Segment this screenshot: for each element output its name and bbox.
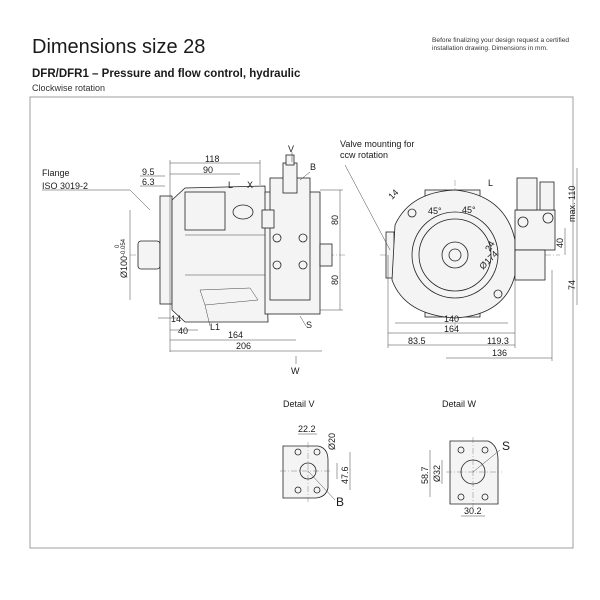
pump-front-view: Valve mounting for ccw rotation 14 45° 4…	[340, 139, 578, 361]
dim-80-top: 80	[330, 215, 340, 225]
dim-14-port: 14	[386, 187, 400, 201]
angle-45-right: 45°	[462, 205, 476, 215]
dim-max-110: max. 110	[567, 186, 577, 222]
angle-45-left: 45°	[428, 206, 442, 216]
dim-47-6: 47.6	[340, 466, 350, 484]
dim-22-2: 22.2	[298, 424, 316, 434]
tolerance-upper: 0	[115, 244, 121, 248]
dim-diameter-20: Ø20	[327, 433, 337, 450]
dim-164: 164	[228, 330, 243, 340]
port-label-l1: L1	[210, 322, 220, 332]
port-label-s: S	[306, 320, 312, 330]
detail-w: Detail W 58.7 Ø32 30.2 S	[420, 399, 510, 517]
dim-119-3: 119.3	[487, 336, 509, 346]
port-label-x: X	[247, 180, 253, 190]
dim-14: 14	[171, 314, 181, 324]
dim-30-2: 30.2	[464, 506, 482, 516]
pump-side-view: Flange ISO 3019-2 118 90 9.5 6.3 80 80 Ø…	[42, 144, 345, 376]
dim-90: 90	[203, 165, 213, 175]
port-label-l-front: L	[488, 178, 493, 188]
valve-note-line1: Valve mounting for	[340, 139, 414, 149]
port-label-b: B	[310, 162, 316, 172]
drawing-frame	[29, 96, 574, 549]
detail-w-title: Detail W	[442, 399, 477, 409]
port-label-b-detail: B	[336, 495, 344, 509]
dim-74: 74	[567, 280, 577, 290]
rotation-label: Clockwise rotation	[32, 83, 106, 93]
dim-9-5: 9.5	[142, 167, 155, 177]
dim-6-3: 6.3	[142, 177, 155, 187]
dim-24: 24	[483, 239, 497, 253]
dim-206: 206	[236, 341, 251, 351]
port-label-v: V	[288, 144, 294, 154]
dim-136: 136	[492, 348, 507, 358]
dim-diameter-32: Ø32	[432, 465, 442, 482]
dim-164-front: 164	[444, 324, 459, 334]
port-label-s-detail: S	[502, 439, 510, 453]
dim-140: 140	[444, 314, 459, 324]
dim-80-bottom: 80	[330, 275, 340, 285]
dim-58-7: 58.7	[420, 466, 430, 484]
dim-83-5: 83.5	[408, 336, 426, 346]
dim-40-front: 40	[555, 238, 565, 248]
view-label-w: W	[291, 366, 300, 376]
page-title: Dimensions size 28	[32, 36, 206, 58]
detail-v: Detail V 22.2 Ø20 47.6 B	[280, 399, 351, 509]
valve-note-line2: ccw rotation	[340, 150, 388, 160]
flange-label: Flange	[42, 168, 70, 178]
flange-standard: ISO 3019-2	[42, 181, 88, 191]
certified-drawing-note: Before finalizing your design request a …	[432, 37, 570, 52]
tolerance-lower: -0.054	[121, 238, 127, 256]
dim-118: 118	[205, 154, 219, 164]
dim-40: 40	[178, 326, 188, 336]
port-label-l: L	[228, 180, 233, 190]
detail-v-title: Detail V	[283, 399, 315, 409]
dim-diameter-100: Ø100	[119, 256, 129, 278]
section-subtitle: DFR/DFR1 – Pressure and flow control, hy…	[32, 68, 301, 80]
